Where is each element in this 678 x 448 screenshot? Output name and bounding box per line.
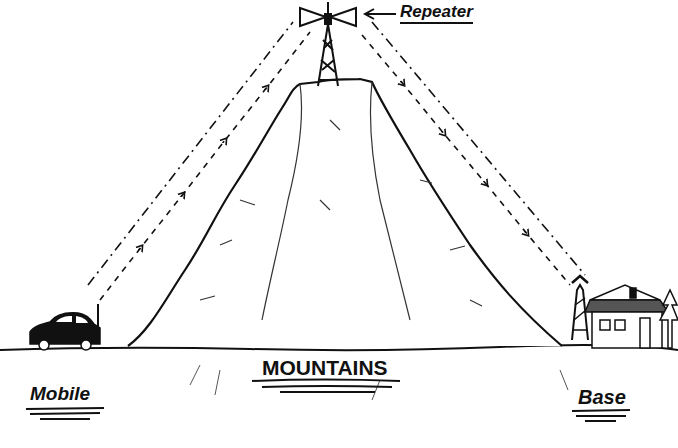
mountains-label: MOUNTAINS: [262, 356, 388, 379]
car-mobile: [30, 304, 100, 350]
repeater-tower: [300, 2, 356, 86]
underline-strokes: [26, 380, 630, 422]
signal-paths: [88, 22, 585, 300]
mobile-label: Mobile: [30, 384, 90, 405]
base-label: Base: [578, 386, 626, 408]
repeater-label: Repeater: [400, 3, 473, 24]
base-station: [572, 276, 678, 348]
mountain-outline: [128, 79, 562, 346]
pointer-arrow: [365, 9, 396, 19]
